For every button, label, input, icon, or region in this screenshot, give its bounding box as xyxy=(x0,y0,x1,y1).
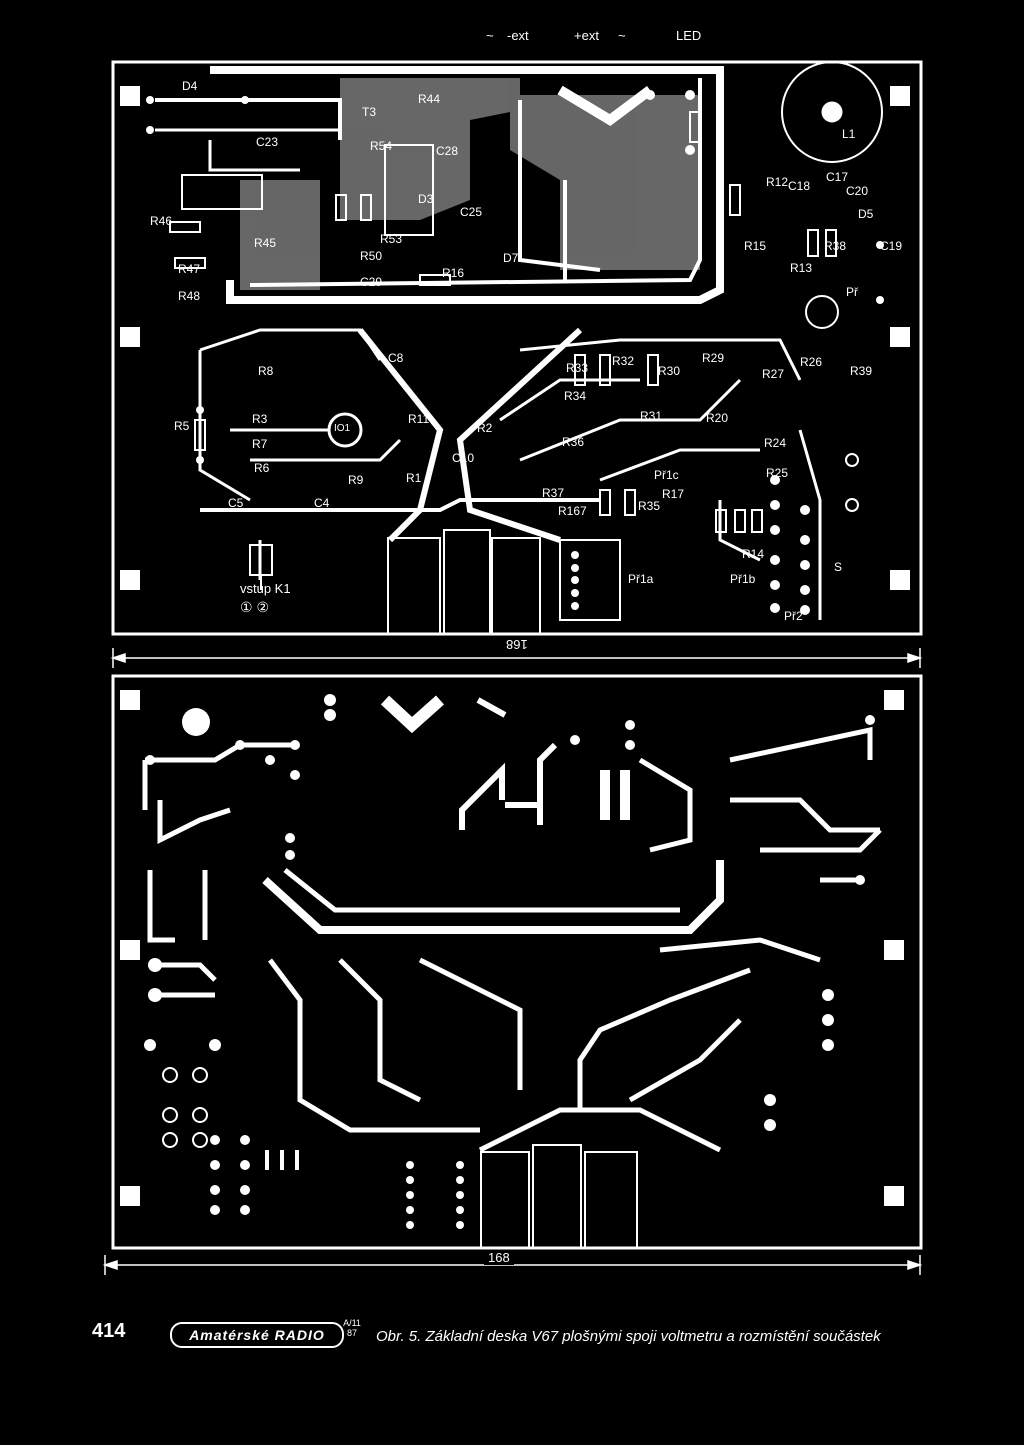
label-r46: R46 xyxy=(150,214,173,228)
label-r48: R48 xyxy=(178,289,201,303)
label-r35: R35 xyxy=(638,499,661,513)
label-c23: C23 xyxy=(256,135,279,149)
label-pr1b: Př1b xyxy=(730,572,756,586)
dimension-label-top: 168 xyxy=(502,637,532,652)
label-s: S xyxy=(834,560,843,574)
label-r8: R8 xyxy=(258,364,274,378)
label-d3: D3 xyxy=(418,192,434,206)
label-r33: R33 xyxy=(566,361,589,375)
label-r167: R167 xyxy=(558,504,587,518)
label-r6: R6 xyxy=(254,461,270,475)
terminal-ac-2: ~ xyxy=(618,28,626,43)
figure-caption: Obr. 5. Základní deska V67 plošnými spoj… xyxy=(376,1328,881,1345)
label-r45: R45 xyxy=(254,236,277,250)
label-pr-top: Př xyxy=(846,285,858,299)
label-r12: R12 xyxy=(766,175,789,189)
label-pr2: Př2 xyxy=(784,609,803,623)
label-io1: IO1 xyxy=(334,423,351,434)
label-r37: R37 xyxy=(542,486,565,500)
magazine-logo: Amatérské RADIO xyxy=(170,1322,344,1348)
label-c17: C17 xyxy=(826,170,849,184)
component-side-board xyxy=(111,60,923,636)
label-r36: R36 xyxy=(562,435,585,449)
label-r26: R26 xyxy=(800,355,823,369)
label-l1: L1 xyxy=(842,127,856,141)
label-pr1c: Př1c xyxy=(654,468,679,482)
label-c20: C20 xyxy=(846,184,869,198)
label-r50: R50 xyxy=(360,249,383,263)
label-r27: R27 xyxy=(762,367,785,381)
label-r24: R24 xyxy=(764,436,787,450)
label-c25: C25 xyxy=(460,205,483,219)
label-r16: R16 xyxy=(442,266,465,280)
label-r32: R32 xyxy=(612,354,635,368)
dimension-line-top xyxy=(110,648,923,668)
label-r47: R47 xyxy=(178,262,201,276)
terminal-ac-1: ~ xyxy=(486,28,494,43)
label-c28: C28 xyxy=(436,144,459,158)
label-c29: C29 xyxy=(360,275,383,289)
label-r7: R7 xyxy=(252,437,268,451)
label-d7: D7 xyxy=(503,251,519,265)
label-r15: R15 xyxy=(744,239,767,253)
label-d5: D5 xyxy=(858,207,874,221)
label-r14: R14 xyxy=(742,547,765,561)
dimension-line-bottom xyxy=(102,1255,923,1275)
terminal-led: LED xyxy=(676,28,702,43)
label-c5: C5 xyxy=(228,496,244,510)
label-r11: R11 xyxy=(408,412,430,426)
label-r31: R31 xyxy=(640,409,663,423)
label-c4: C4 xyxy=(314,496,330,510)
label-c19: C19 xyxy=(880,239,903,253)
label-r38: R38 xyxy=(824,239,847,253)
label-r13: R13 xyxy=(790,261,813,275)
label-c18: C18 xyxy=(788,179,811,193)
page-number: 414 xyxy=(92,1320,126,1342)
label-r53: R53 xyxy=(380,232,403,246)
label-c10: C10 xyxy=(452,451,475,465)
terminal-minus-ext: -ext xyxy=(507,28,529,43)
issue-number: A/11 87 xyxy=(343,1318,361,1338)
label-r25: R25 xyxy=(766,466,789,480)
copper-side-board xyxy=(111,674,923,1250)
label-r39: R39 xyxy=(850,364,873,378)
label-r30: R30 xyxy=(658,364,681,378)
terminal-plus-ext: +ext xyxy=(574,28,599,43)
label-pr1a: Př1a xyxy=(628,572,654,586)
label-r5: R5 xyxy=(174,419,190,433)
input-connector-label: vstup K1 xyxy=(240,581,291,596)
label-d4: D4 xyxy=(182,79,198,93)
label-r20: R20 xyxy=(706,411,729,425)
label-r29: R29 xyxy=(702,351,725,365)
input-connector-pins: ① ② xyxy=(240,599,269,615)
label-r34: R34 xyxy=(564,389,587,403)
dimension-label-bottom: 168 xyxy=(484,1250,514,1265)
label-c8: C8 xyxy=(388,351,404,365)
label-r2: R2 xyxy=(477,421,493,435)
label-r54: R54 xyxy=(370,139,393,153)
label-r9: R9 xyxy=(348,473,364,487)
label-r1: R1 xyxy=(406,471,422,485)
label-r44: R44 xyxy=(418,92,441,106)
label-r3: R3 xyxy=(252,412,268,426)
label-r17: R17 xyxy=(662,487,685,501)
label-t3: T3 xyxy=(362,105,377,119)
